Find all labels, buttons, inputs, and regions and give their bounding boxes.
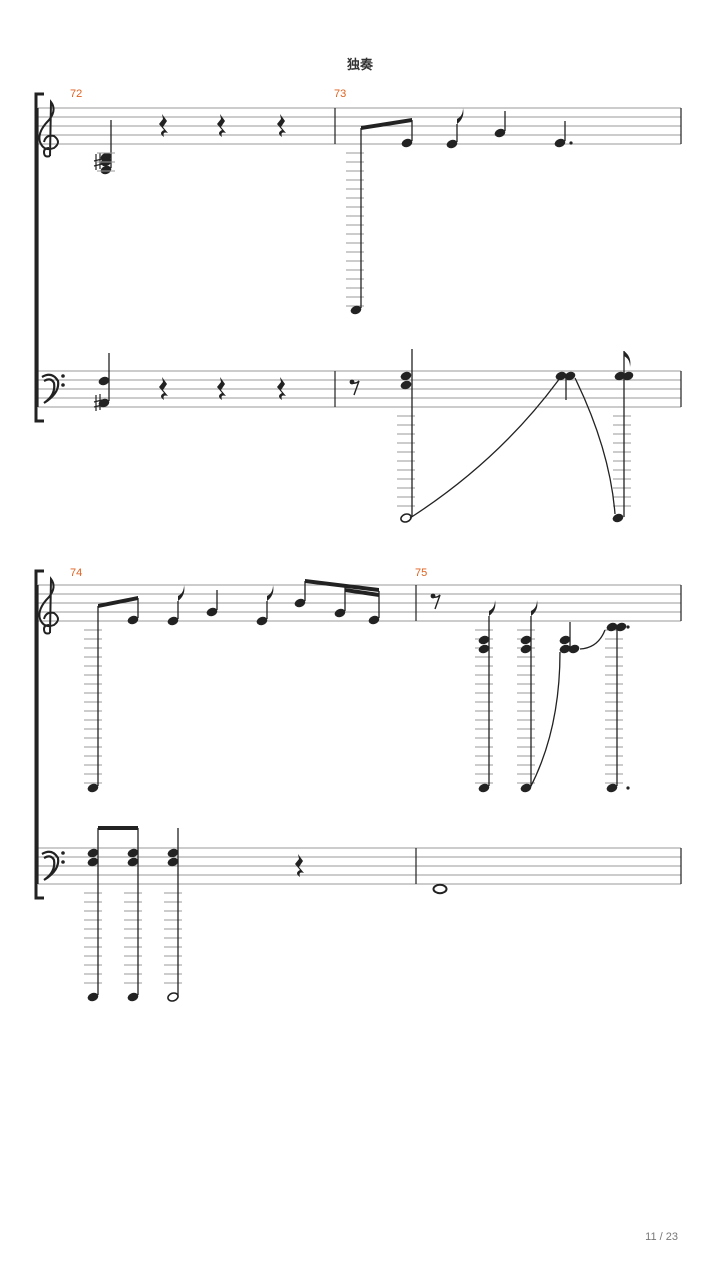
note-head [622,371,634,381]
note-flag [178,585,185,601]
note-head [334,608,346,618]
note-head [98,398,110,408]
bass-clef-dot [61,374,65,378]
note-head [559,635,571,645]
quarter-rest [159,377,168,400]
note-head [87,783,99,793]
sharp-sign [93,153,103,170]
note-head [127,992,139,1002]
note-head [167,616,179,626]
note-flag [489,600,496,616]
note-head [294,598,306,608]
note-head [401,138,413,148]
note-head [494,128,506,138]
treble-clef [38,99,59,158]
note-head [478,635,490,645]
augmentation-dot [626,786,630,790]
note-head [606,783,618,793]
measure-number: 73 [334,88,347,100]
quarter-rest [159,114,168,137]
tie-curve [409,377,561,519]
note-head [568,644,580,654]
beam [98,596,138,608]
eighth-rest [351,380,360,396]
augmentation-dot [626,625,630,629]
note-head [612,513,624,523]
note-head [400,371,412,381]
bass-clef [41,850,60,881]
note-head [87,992,99,1002]
page-title: 独奏 [346,58,373,73]
measure-number: 74 [70,567,83,579]
note-head [100,165,112,175]
note-head [256,616,268,626]
page-counter: 11 / 23 [645,1231,678,1243]
note-head [400,380,412,390]
note-head [520,635,532,645]
note-head [478,644,490,654]
note-head [368,615,380,625]
bass-clef-dot [61,851,65,855]
whole-note [432,883,448,895]
tie-curve [579,629,606,650]
note-head [400,513,412,523]
quarter-rest [217,377,226,400]
system-bracket [34,569,44,900]
note-head [564,371,576,381]
note-flag [624,351,631,367]
note-head [615,622,627,632]
measure-number: 75 [415,567,428,579]
quarter-rest [277,114,286,137]
note-head [127,615,139,625]
note-head [520,644,532,654]
note-head [446,139,458,149]
note-head [350,305,362,315]
eighth-rest [432,594,441,610]
treble-clef [38,576,59,635]
note-flag [457,108,464,124]
note-flag [267,585,274,601]
beam [361,118,412,130]
note-flag [531,600,538,616]
tie-curve [574,377,616,515]
note-head [554,138,566,148]
note-head [167,992,179,1002]
bass-clef-dot [61,860,65,864]
note-head [206,607,218,617]
bass-clef [41,373,60,404]
note-head [478,783,490,793]
system [34,569,682,1002]
measure-number: 72 [70,88,83,100]
quarter-rest [295,854,304,877]
quarter-rest [217,114,226,137]
beam [345,588,379,597]
augmentation-dot [569,141,573,145]
bass-clef-dot [61,383,65,387]
beam [305,579,379,592]
beam [98,826,138,830]
note-head [98,376,110,386]
system-bracket [34,92,44,423]
tie-curve [529,651,561,789]
system [34,92,682,523]
quarter-rest [277,377,286,400]
